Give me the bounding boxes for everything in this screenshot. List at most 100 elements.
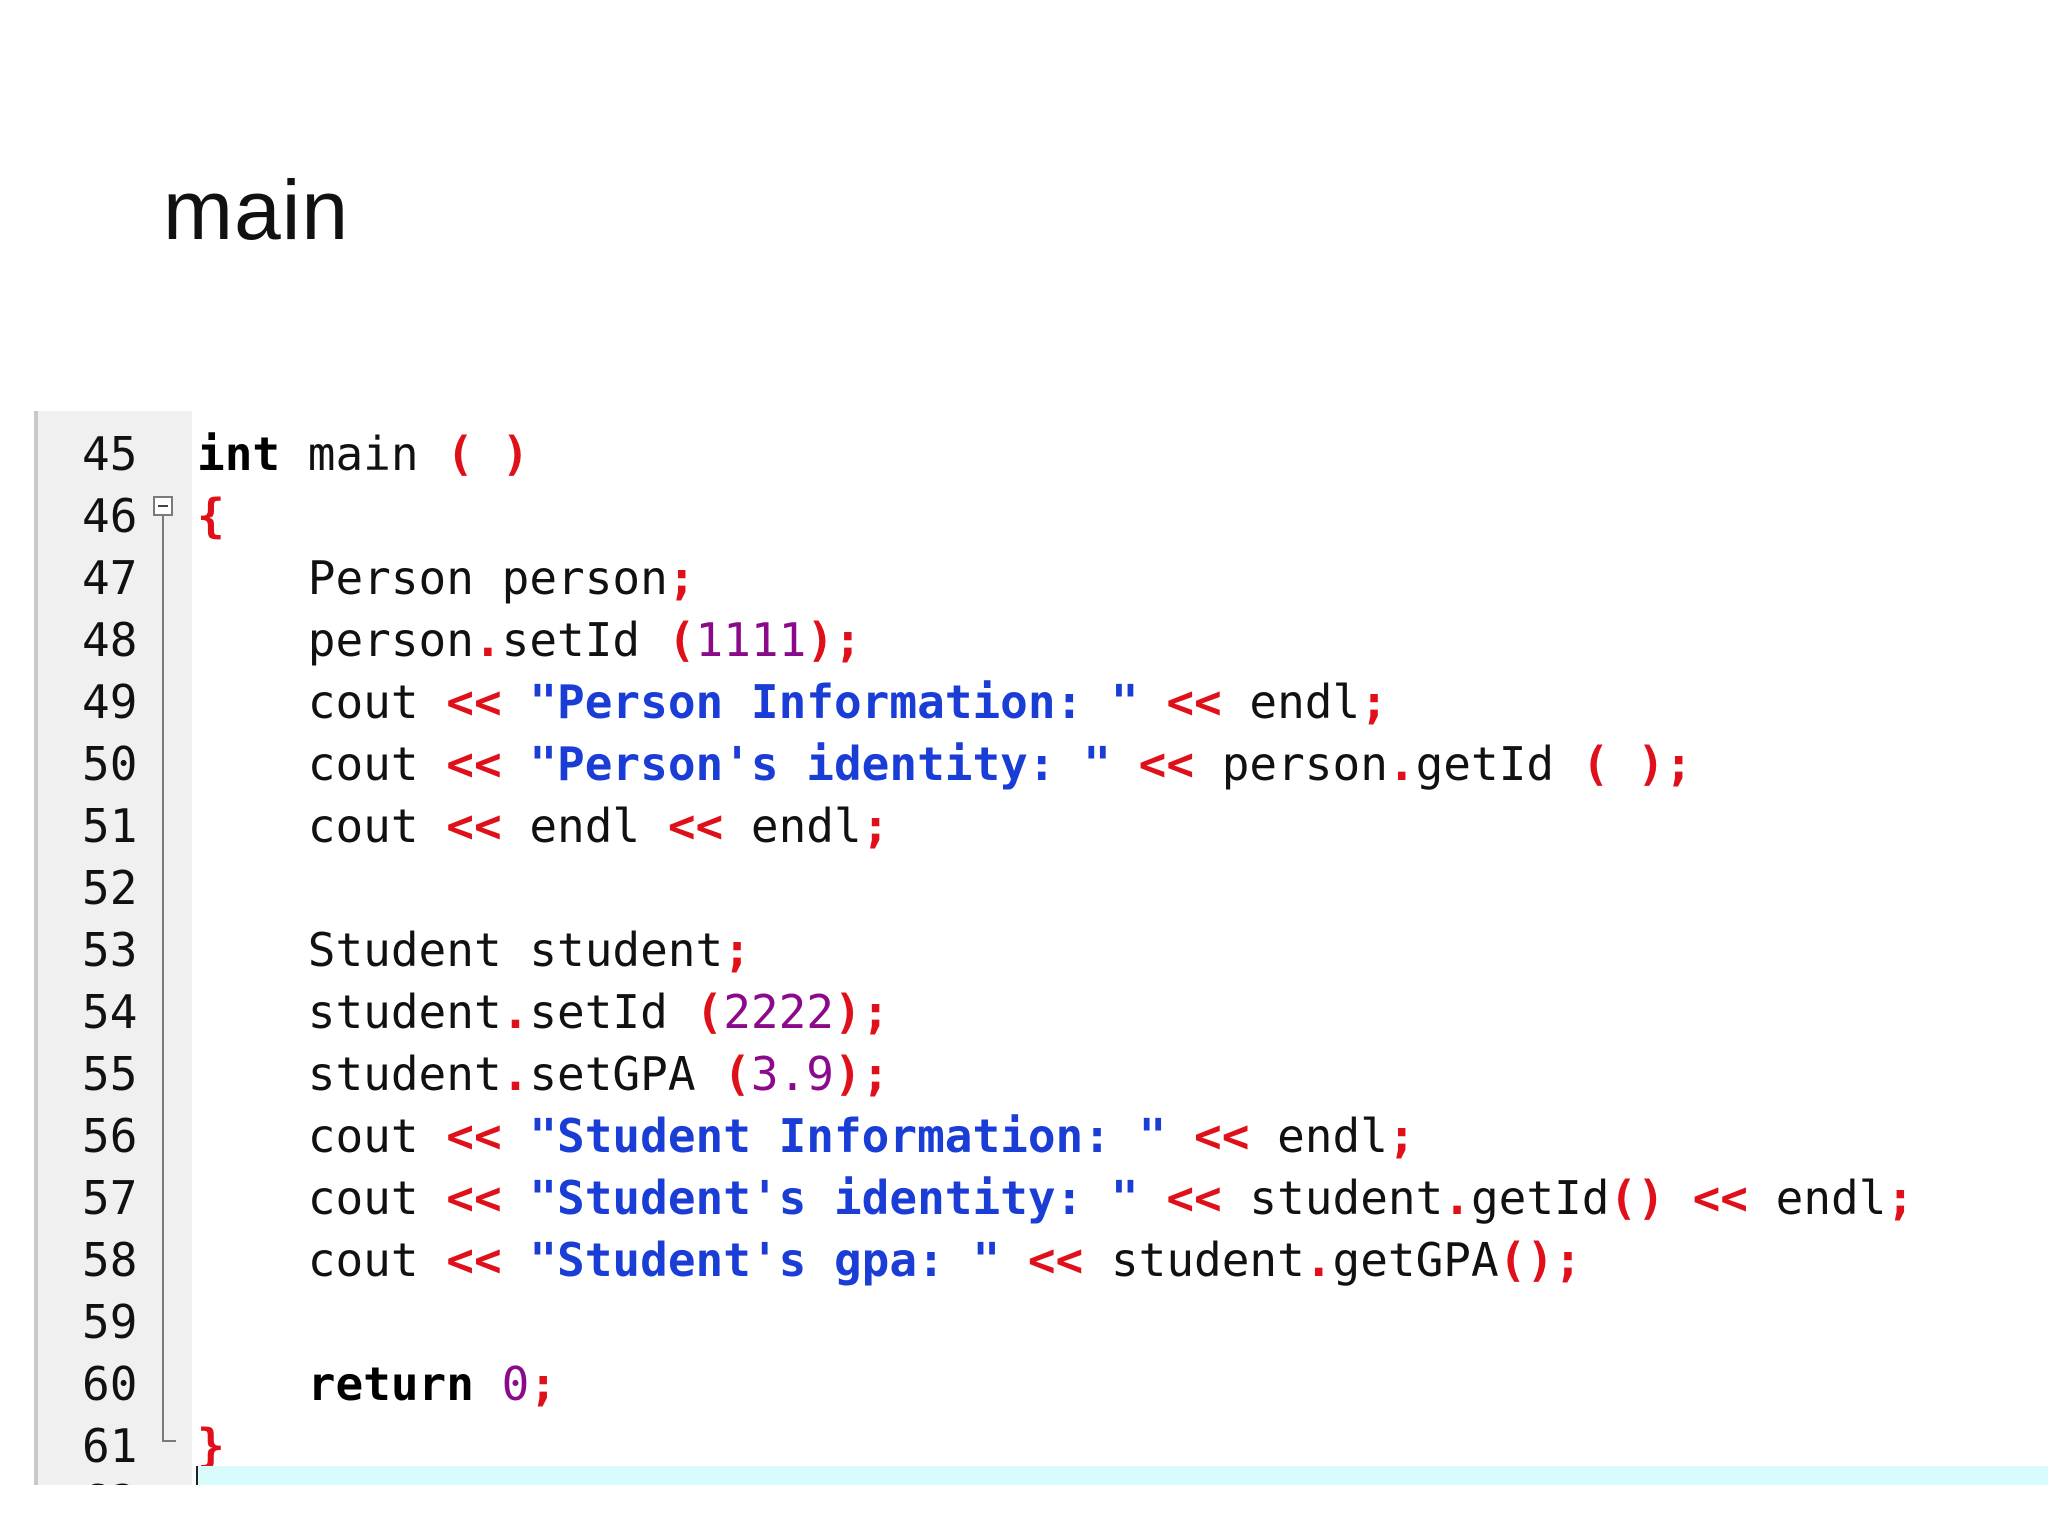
identifier-token: [1139, 675, 1167, 729]
identifier-token: [502, 1171, 530, 1225]
identifier-token: student: [197, 1047, 502, 1101]
code-line: cout << "Student's identity: " << studen…: [197, 1167, 1914, 1229]
operator-token: .: [1443, 1171, 1471, 1225]
operator-token: .: [501, 1047, 530, 1101]
identifier-token: getId: [1470, 1171, 1610, 1225]
identifier-token: [1139, 1171, 1167, 1225]
operator-token: .: [1304, 1233, 1333, 1287]
operator-token: .: [501, 985, 530, 1039]
identifier-token: [474, 1357, 502, 1411]
current-line-highlight: [196, 1466, 2048, 1485]
identifier-token: endl: [1747, 1171, 1887, 1225]
number-token: 1111: [695, 613, 807, 667]
identifier-token: student: [1221, 1171, 1444, 1225]
code-text-area[interactable]: int main ( ) { Person person; person. setI…: [197, 423, 1914, 1477]
identifier-token: cout: [197, 675, 447, 729]
code-line: Person person;: [197, 547, 1914, 609]
code-line: [197, 857, 1914, 919]
identifier-token: cout: [197, 799, 447, 853]
operator-token: <<: [1166, 675, 1222, 729]
code-line: student.setId (2222);: [197, 981, 1914, 1043]
code-line: cout << "Person's identity: " << person.…: [197, 733, 1914, 795]
identifier-token: main: [280, 427, 447, 481]
identifier-token: getId: [1415, 737, 1582, 791]
identifier-token: [502, 1233, 530, 1287]
operator-token: <<: [1138, 737, 1195, 791]
line-number-gutter: [38, 411, 192, 1485]
operator-token: ;: [1886, 1171, 1915, 1225]
operator-token: (): [1609, 1171, 1665, 1225]
identifier-token: [1665, 1171, 1693, 1225]
operator-token: <<: [1692, 1171, 1748, 1225]
identifier-token: [502, 675, 530, 729]
line-number: 55: [82, 1047, 138, 1101]
operator-token: <<: [446, 737, 502, 791]
slide-title: main: [163, 163, 350, 257]
keyword-token: return: [307, 1357, 474, 1411]
operator-token: ( );: [1581, 737, 1693, 791]
fold-collapse-icon[interactable]: [153, 496, 173, 516]
identifier-token: [502, 737, 530, 791]
identifier-token: cout: [197, 737, 447, 791]
code-line: {: [197, 485, 1914, 547]
line-number-partial: 62: [82, 1479, 138, 1485]
operator-token: ( ): [446, 427, 530, 481]
identifier-token: setGPA: [529, 1047, 724, 1101]
number-token: 2222: [723, 985, 834, 1039]
identifier-token: [502, 1109, 530, 1163]
identifier-token: setId: [501, 613, 668, 667]
operator-token: ;: [529, 1357, 558, 1411]
operator-token: <<: [446, 799, 502, 853]
line-number: 56: [82, 1109, 138, 1163]
identifier-token: endl: [501, 799, 668, 853]
string-token: "Student Information: ": [529, 1109, 1167, 1163]
code-line: }: [197, 1415, 1914, 1477]
operator-token: }: [197, 1419, 225, 1473]
operator-token: ;: [667, 551, 696, 605]
identifier-token: student: [197, 985, 502, 1039]
text-caret: [196, 1466, 198, 1485]
operator-token: .: [1387, 737, 1416, 791]
identifier-token: [197, 1357, 308, 1411]
operator-token: ();: [1498, 1233, 1582, 1287]
operator-token: (: [667, 613, 696, 667]
code-line: return 0;: [197, 1353, 1914, 1415]
line-number: 54: [82, 985, 138, 1039]
fold-range-end: [162, 1440, 176, 1442]
operator-token: );: [806, 613, 862, 667]
identifier-token: [1000, 1233, 1028, 1287]
line-number: 48: [82, 613, 138, 667]
line-number: 50: [82, 737, 138, 791]
operator-token: <<: [446, 675, 502, 729]
line-number: 57: [82, 1171, 138, 1225]
line-number: 52: [82, 861, 138, 915]
editor-left-border: [34, 411, 38, 1485]
fold-range-line: [162, 516, 164, 1442]
code-line: cout << "Student Information: " << endl;: [197, 1105, 1914, 1167]
keyword-token: int: [197, 427, 281, 481]
line-number: 46: [82, 489, 138, 543]
line-number: 59: [82, 1295, 138, 1349]
identifier-token: endl: [1221, 675, 1361, 729]
code-line: cout << endl << endl;: [197, 795, 1914, 857]
operator-token: {: [197, 489, 225, 543]
identifier-token: cout: [197, 1171, 447, 1225]
identifier-token: student: [1083, 1233, 1305, 1287]
operator-token: ;: [1360, 675, 1388, 729]
number-token: 0: [501, 1357, 530, 1411]
operator-token: <<: [1194, 1109, 1250, 1163]
operator-token: <<: [667, 799, 724, 853]
identifier-token: endl: [723, 799, 862, 853]
operator-token: <<: [446, 1109, 502, 1163]
string-token: "Student's identity: ": [529, 1171, 1139, 1225]
string-token: "Person's identity: ": [529, 737, 1111, 791]
operator-token: <<: [446, 1233, 502, 1287]
identifier-token: [1111, 737, 1139, 791]
code-line: cout << "Person Information: " << endl;: [197, 671, 1914, 733]
line-number: 53: [82, 923, 138, 977]
identifier-token: person: [197, 613, 474, 667]
number-token: 3.9: [750, 1047, 835, 1101]
code-line: Student student;: [197, 919, 1914, 981]
string-token: "Student's gpa: ": [529, 1233, 1001, 1287]
